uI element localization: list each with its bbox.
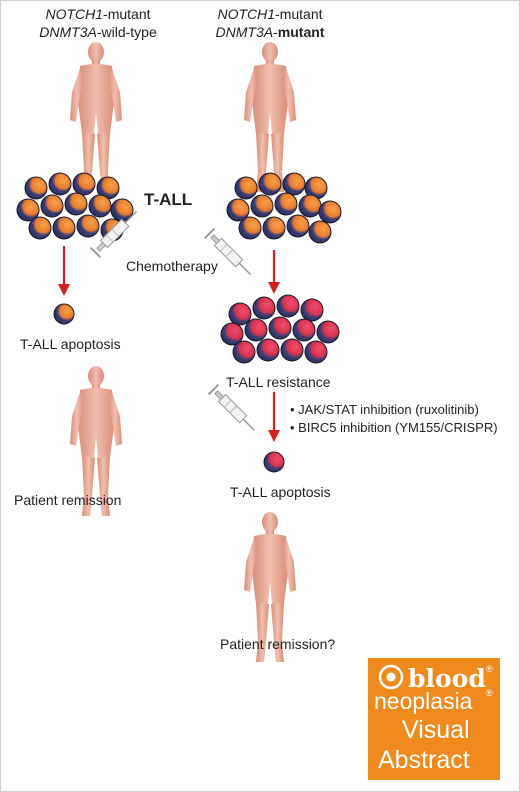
treatment-item: • BIRC5 inhibition (YM155/CRISPR) xyxy=(290,420,498,435)
badge-visual: Visual xyxy=(402,716,470,744)
syringe-icon-right xyxy=(207,383,256,432)
right-header-line2: DNMT3A-mutant xyxy=(215,24,325,40)
right-tall-cluster xyxy=(226,172,342,244)
left-remission-label: Patient remission xyxy=(14,492,122,508)
blood-logo-icon xyxy=(378,664,404,690)
left-arrow-to-apoptosis xyxy=(58,246,70,296)
badge-abstract: Abstract xyxy=(378,746,470,774)
left-apoptotic-cell xyxy=(53,303,75,325)
right-apoptosis-label: T-ALL apoptosis xyxy=(230,484,331,500)
registered-mark: ® xyxy=(486,664,493,674)
left-header-line1: NOTCH1-mutant xyxy=(45,6,151,22)
right-arrow-to-apoptosis xyxy=(268,392,280,442)
syringe-icon-center xyxy=(203,227,252,276)
resistance-label: T-ALL resistance xyxy=(226,374,331,390)
badge-neoplasia: neoplasia xyxy=(374,688,473,714)
right-arrow-to-resistance xyxy=(268,250,280,294)
resistance-cluster xyxy=(220,294,340,364)
right-remission-label: Patient remission? xyxy=(220,636,336,652)
badge-blood: blood xyxy=(408,664,486,693)
registered-mark: ® xyxy=(486,688,493,698)
right-apoptotic-cell xyxy=(263,451,285,473)
tall-label: T-ALL xyxy=(144,190,193,209)
blood-neoplasia-visual-abstract-badge: blood ® neoplasia ® Visual Abstract xyxy=(368,658,500,780)
left-tall-cluster xyxy=(16,172,134,242)
right-header-line1: NOTCH1-mutant xyxy=(217,6,323,22)
chemotherapy-label: Chemotherapy xyxy=(126,258,218,274)
left-header-line2: DNMT3A-wild-type xyxy=(39,24,157,40)
syringe-icon-left xyxy=(89,210,138,259)
treatment-item: • JAK/STAT inhibition (ruxolitinib) xyxy=(290,402,479,417)
left-apoptosis-label: T-ALL apoptosis xyxy=(20,336,121,352)
